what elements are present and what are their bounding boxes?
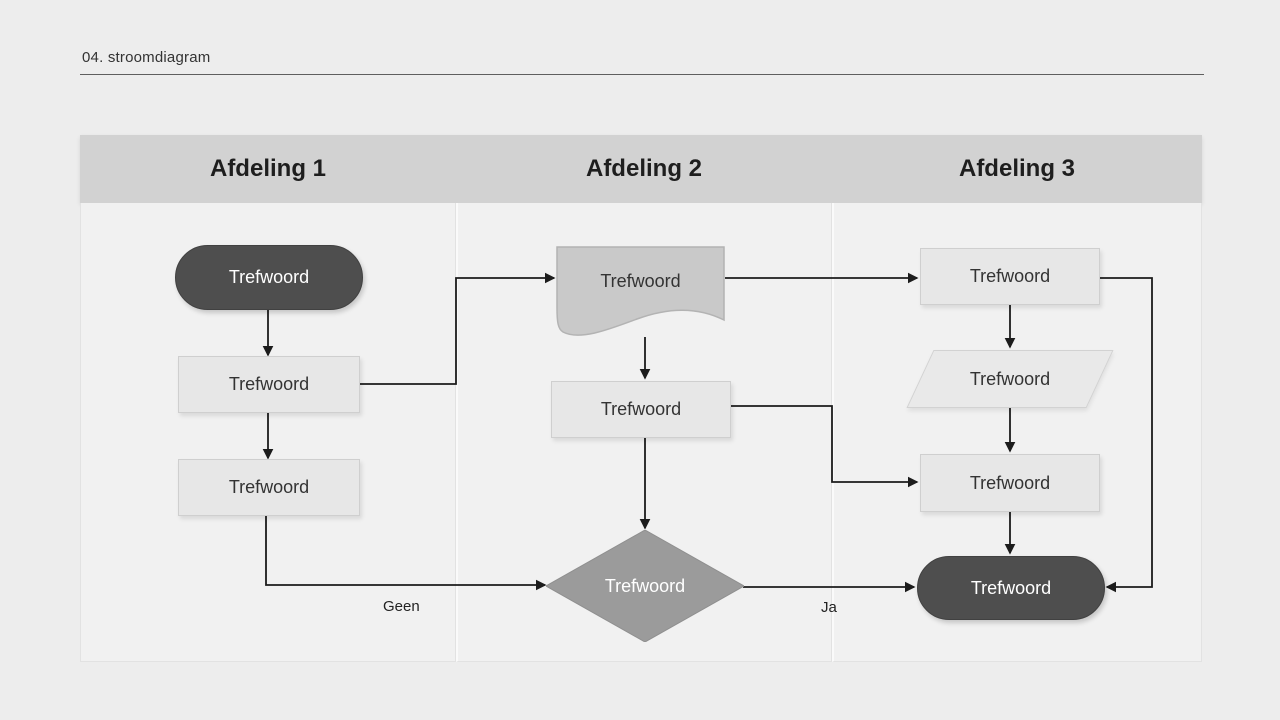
- node-lane2-document: Trefwoord: [556, 246, 725, 342]
- title-divider: [80, 74, 1204, 75]
- node-label: Trefwoord: [969, 368, 1051, 389]
- node-label: Trefwoord: [970, 577, 1052, 598]
- lane-header-afdeling-1: Afdeling 1: [209, 155, 326, 182]
- node-label: Trefwoord: [969, 472, 1051, 493]
- node-end-terminator: Trefwoord: [917, 556, 1105, 620]
- node-label: Trefwoord: [969, 266, 1051, 286]
- node-lane3-data-parallelogram: Trefwoord: [906, 350, 1114, 408]
- node-start-terminator: Trefwoord: [175, 245, 363, 310]
- node-label: Trefwoord: [600, 270, 681, 291]
- node-label: Trefwoord: [228, 267, 310, 287]
- node-label: Trefwoord: [604, 575, 686, 596]
- node-lane2-decision: Trefwoord: [546, 530, 744, 642]
- node-lane2-process: Trefwoord: [551, 381, 731, 438]
- document-shape: [556, 246, 725, 336]
- node-lane1-process-2: Trefwoord: [178, 459, 360, 516]
- page-title: 04. stroomdiagram: [82, 49, 211, 66]
- node-label: Trefwoord: [228, 374, 310, 394]
- lane-header-afdeling-3: Afdeling 3: [958, 155, 1075, 182]
- node-lane1-process-1: Trefwoord: [178, 356, 360, 413]
- edge-label-ja: Ja: [821, 599, 837, 616]
- lane-header-band: Afdeling 1 Afdeling 2 Afdeling 3: [80, 135, 1202, 203]
- node-label: Trefwoord: [228, 477, 310, 497]
- node-lane3-process-1: Trefwoord: [920, 248, 1100, 305]
- lane-header-afdeling-2: Afdeling 2: [585, 155, 702, 182]
- edge-label-geen: Geen: [383, 598, 420, 615]
- node-label: Trefwoord: [600, 399, 682, 419]
- node-lane3-process-2: Trefwoord: [920, 454, 1100, 512]
- decision-diamond-shape: [546, 530, 744, 642]
